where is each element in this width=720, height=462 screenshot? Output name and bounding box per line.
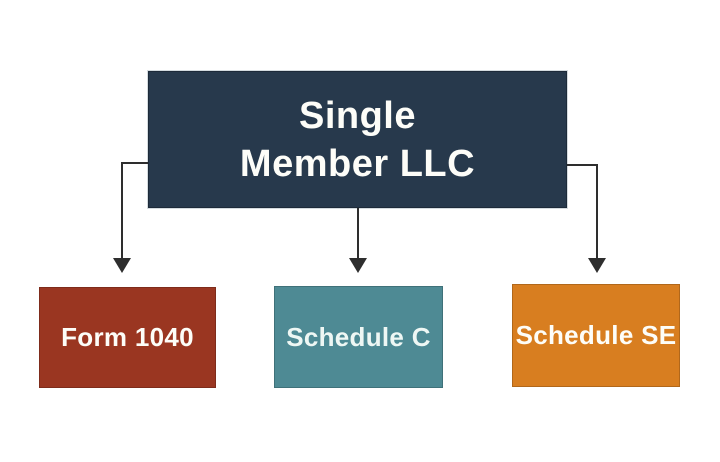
- child-node-label: Form 1040: [61, 322, 194, 352]
- arrowhead-down-icon: [588, 258, 606, 273]
- connector-to-form-1040: [113, 162, 148, 273]
- child-node-schedule-c: Schedule C: [274, 286, 443, 388]
- arrowhead-down-icon: [113, 258, 131, 273]
- root-node-label-line2: Member LLC: [239, 142, 476, 185]
- child-node-schedule-se: Schedule SE: [512, 284, 680, 387]
- child-node-label: Schedule SE: [515, 320, 677, 350]
- root-node-label: Single Member LLC: [240, 92, 475, 188]
- root-node-label-line1: Single: [298, 94, 416, 137]
- root-node-single-member-llc: Single Member LLC: [148, 71, 567, 208]
- child-node-label: Schedule C: [286, 321, 431, 352]
- connector-to-schedule-se: [567, 164, 606, 273]
- arrowhead-down-icon: [349, 258, 367, 273]
- child-node-form-1040: Form 1040: [39, 287, 216, 388]
- connector-to-schedule-c: [349, 208, 367, 273]
